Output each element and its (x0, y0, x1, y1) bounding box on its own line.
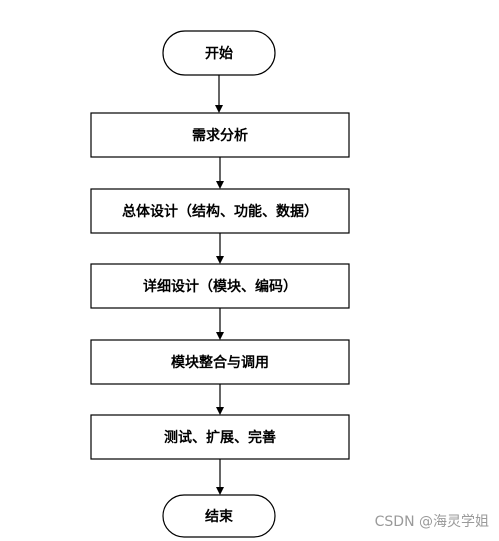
edge-detailed-design-to-integration (216, 308, 224, 340)
edge-start-to-requirements (215, 75, 223, 113)
edges-layer (215, 75, 224, 495)
node-testing: 测试、扩展、完善 (90, 414, 350, 460)
node-label: 详细设计（模块、编码） (143, 278, 297, 295)
node-label: 需求分析 (192, 127, 248, 144)
node-start: 开始 (162, 30, 276, 76)
process-box (90, 188, 350, 234)
arrow-head (216, 256, 224, 264)
arrow-head (216, 407, 224, 415)
terminal-shape (162, 494, 276, 538)
process-box (90, 263, 350, 309)
arrow-head (216, 332, 224, 340)
process-box (90, 414, 350, 460)
arrow-head (216, 181, 224, 189)
process-box (90, 112, 350, 158)
node-label: 模块整合与调用 (171, 354, 269, 371)
watermark: CSDN @海灵学姐 (374, 514, 489, 530)
node-label: 开始 (205, 45, 233, 62)
edge-testing-to-end (216, 459, 224, 495)
edge-overall-design-to-detailed-design (216, 233, 224, 264)
terminal-shape (162, 30, 276, 76)
edge-integration-to-testing (216, 384, 224, 415)
process-box (90, 339, 350, 385)
arrow-head (216, 487, 224, 495)
node-requirements: 需求分析 (90, 112, 350, 158)
edge-requirements-to-overall-design (216, 157, 224, 189)
node-overall-design: 总体设计（结构、功能、数据） (90, 188, 350, 234)
node-end: 结束 (162, 494, 276, 538)
arrow-head (215, 105, 223, 113)
node-label: 总体设计（结构、功能、数据） (122, 203, 318, 220)
node-label: 结束 (205, 508, 234, 525)
node-detailed-design: 详细设计（模块、编码） (90, 263, 350, 309)
node-integration: 模块整合与调用 (90, 339, 350, 385)
node-label: 测试、扩展、完善 (164, 429, 276, 446)
